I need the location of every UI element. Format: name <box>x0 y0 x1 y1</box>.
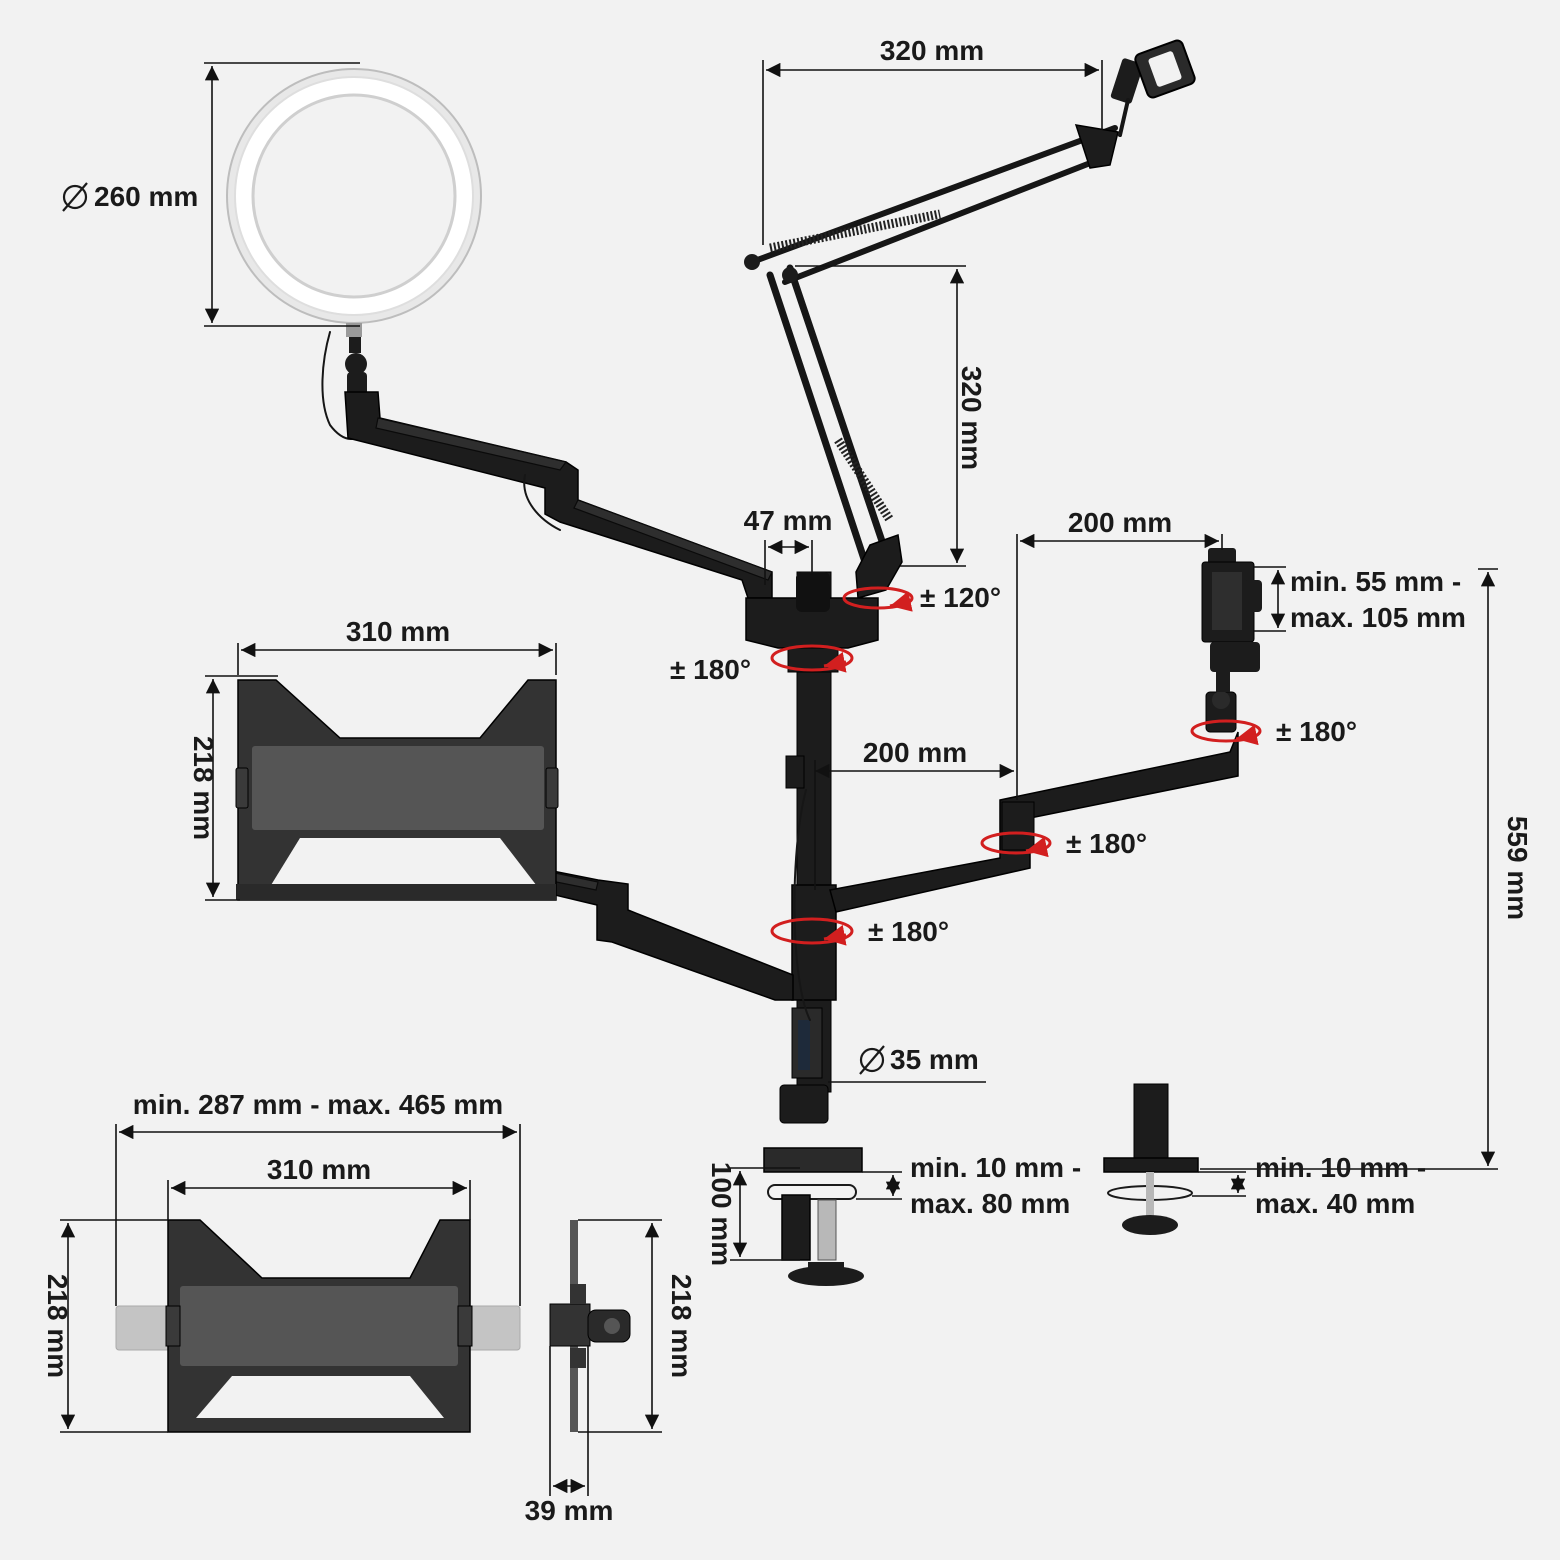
clamp-height-label: 100 mm <box>706 1162 737 1266</box>
rotation-marker-phone-joint <box>980 831 1052 858</box>
grommet-mount <box>1103 1083 1199 1235</box>
ring-light <box>226 68 482 440</box>
ring-diameter-label: 260 mm <box>94 181 198 212</box>
pole-height-label: 559 mm <box>1502 816 1533 920</box>
dimension-lines <box>60 60 1498 1496</box>
central-pole <box>745 571 879 1124</box>
phone-joint-rotation-label: ± 180° <box>1066 828 1147 859</box>
diameter-symbol-ring <box>62 182 88 212</box>
tray-side-depth-label: 39 mm <box>525 1495 614 1526</box>
phone-clamp-min-label: min. 55 mm - <box>1290 566 1461 597</box>
tray-extension-label: min. 287 mm - max. 465 mm <box>133 1089 503 1120</box>
boom-width-label: 320 mm <box>880 35 984 66</box>
rotation-marker-lower-collar <box>770 917 854 946</box>
phone-head-rotation-label: ± 180° <box>1276 716 1357 747</box>
grommet-min-label: min. 10 mm - <box>1255 1152 1426 1183</box>
tray-front-view <box>115 1219 521 1433</box>
tray-front-width-label: 310 mm <box>267 1154 371 1185</box>
rotation-marker-top-collar <box>770 644 854 673</box>
top-collar-rotation-label: ± 180° <box>670 654 751 685</box>
boom-height-label: 320 mm <box>956 366 987 470</box>
laptop-tray-width-label: 310 mm <box>346 616 450 647</box>
tray-front-height-label: 218 mm <box>42 1274 73 1378</box>
boom-rotation-label: ± 120° <box>920 582 1001 613</box>
clamp-max-label: max. 80 mm <box>910 1188 1070 1219</box>
rotation-marker-boom <box>842 586 914 612</box>
tray-side-view <box>549 1220 631 1432</box>
phone-arm <box>829 691 1239 913</box>
diameter-symbol-pole <box>859 1045 885 1075</box>
rotation-marker-phone-head <box>1190 719 1262 746</box>
microphone-boom-arm <box>744 39 1196 599</box>
pole-diameter-label: 35 mm <box>890 1044 979 1075</box>
laptop-tray <box>235 679 559 901</box>
phone-holder <box>1201 548 1262 692</box>
phone-clamp-max-label: max. 105 mm <box>1290 602 1466 633</box>
grommet-max-label: max. 40 mm <box>1255 1188 1415 1219</box>
tray-side-height-label: 218 mm <box>666 1274 697 1378</box>
laptop-tray-height-label: 218 mm <box>188 736 219 840</box>
clamp-min-label: min. 10 mm - <box>910 1152 1081 1183</box>
pole-top-label: 47 mm <box>744 505 833 536</box>
lower-arm-width-label: 200 mm <box>863 737 967 768</box>
ring-light-arm <box>344 391 773 599</box>
phone-arm-width-label: 200 mm <box>1068 507 1172 538</box>
lower-collar-rotation-label: ± 180° <box>868 916 949 947</box>
